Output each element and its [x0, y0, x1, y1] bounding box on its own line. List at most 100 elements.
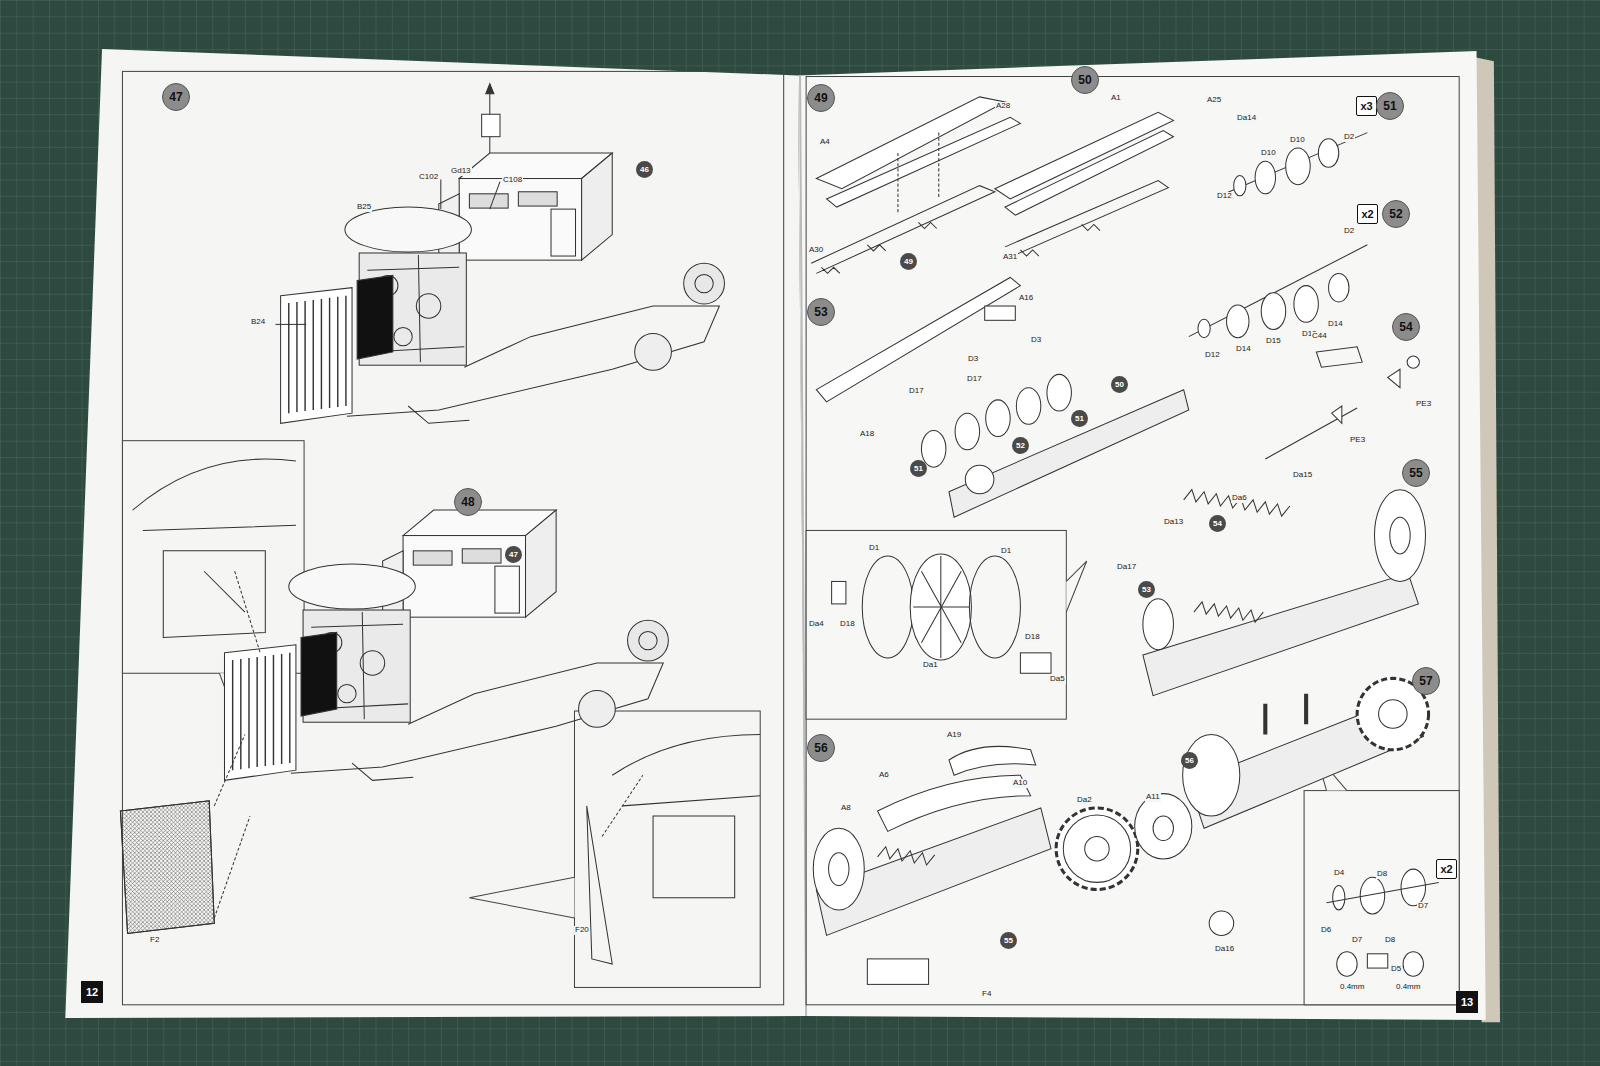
- line-art: [574, 711, 760, 987]
- tractor-step-47: [281, 153, 725, 423]
- part-label: PE3: [1349, 436, 1366, 445]
- part-label: Da5: [1049, 675, 1066, 684]
- page-frames: [122, 71, 1459, 1004]
- line-art: [862, 556, 913, 658]
- part-label: D7: [1351, 936, 1363, 945]
- part-label: Da13: [1163, 518, 1184, 527]
- number-text: 49: [904, 258, 913, 266]
- part-label: Da6: [1231, 494, 1248, 503]
- line-art: [235, 571, 261, 653]
- line-art: [949, 390, 1189, 518]
- part-label: A19: [946, 731, 962, 740]
- line-art: [955, 413, 979, 450]
- number-text: 51: [914, 465, 923, 473]
- line-art: [1318, 139, 1338, 168]
- part-label: C44: [1311, 332, 1328, 341]
- line-art: [1332, 406, 1342, 423]
- line-art: [965, 465, 994, 494]
- right-page-parts: [811, 97, 1439, 984]
- part-label: D17: [908, 387, 925, 396]
- number-text: 56: [1185, 757, 1194, 765]
- line-art: [1294, 286, 1318, 323]
- part-label: B24: [250, 318, 266, 327]
- line-art: [1056, 808, 1138, 890]
- part-label: A31: [1002, 253, 1018, 262]
- line-art: [1198, 319, 1210, 337]
- number-text: 51: [1075, 415, 1084, 423]
- part-label: D4: [1333, 869, 1345, 878]
- step-number: 49: [807, 84, 835, 112]
- step-number: 51: [1376, 92, 1404, 120]
- part-label: D8: [1376, 870, 1388, 879]
- part-label: D5: [1390, 965, 1402, 974]
- line-art: [1194, 602, 1263, 622]
- line-art: [800, 75, 806, 1016]
- line-art: [898, 133, 939, 215]
- number-text: 53: [1142, 586, 1151, 594]
- line-art: [1327, 882, 1439, 902]
- part-label: D2: [1343, 227, 1355, 236]
- number-text: x2: [1440, 864, 1452, 875]
- line-art: [122, 71, 783, 1004]
- line-art: [120, 801, 214, 934]
- line-art: [1020, 653, 1051, 673]
- part-label: Gd13: [450, 167, 472, 176]
- line-art: [798, 51, 1486, 1020]
- tractor-step-48: [224, 510, 668, 780]
- number-text: 51: [1383, 100, 1396, 112]
- part-label: B25: [356, 203, 372, 212]
- line-art: [867, 959, 928, 985]
- part-label: A6: [878, 771, 890, 780]
- callout-number: 51: [1071, 410, 1088, 427]
- part-label: A25: [1206, 96, 1222, 105]
- part-label: A10: [1012, 779, 1028, 788]
- part-label: D3: [967, 355, 979, 364]
- line-art: [1189, 245, 1368, 337]
- part-label: A18: [859, 430, 875, 439]
- line-art: [813, 828, 864, 910]
- number-text: 12: [86, 987, 98, 998]
- number-text: 56: [814, 742, 827, 754]
- step-number: 48: [454, 488, 482, 516]
- callout-number: 46: [636, 161, 653, 178]
- line-art: [1329, 273, 1349, 302]
- part-label: Da14: [1236, 114, 1257, 123]
- part-label: D3: [1030, 336, 1042, 345]
- part-label: D14: [1235, 345, 1252, 354]
- part-label: A8: [840, 804, 852, 813]
- step-number: 57: [1412, 667, 1440, 695]
- part-label: F20: [574, 926, 590, 935]
- quantity-box: x2: [1436, 859, 1457, 879]
- number-text: 46: [640, 166, 649, 174]
- part-label: F2: [149, 936, 160, 945]
- line-art: [469, 877, 574, 918]
- line-art: [120, 801, 214, 934]
- line-art: [1063, 815, 1130, 882]
- step-number: 50: [1071, 66, 1099, 94]
- line-art: [602, 775, 643, 836]
- line-art: [1234, 175, 1246, 195]
- line-art: [486, 84, 494, 94]
- line-art: [1255, 161, 1275, 194]
- callout-number: 51: [910, 460, 927, 477]
- line-art: [214, 734, 250, 918]
- callout-number: 54: [1209, 515, 1226, 532]
- line-art: [878, 847, 935, 865]
- number-text: 13: [1461, 997, 1473, 1008]
- line-art: [1390, 517, 1410, 554]
- line-art: [985, 306, 1016, 320]
- part-label: A16: [1018, 294, 1034, 303]
- line-art: [1005, 131, 1173, 216]
- step-number: 52: [1382, 200, 1410, 228]
- number-text: 47: [509, 551, 518, 559]
- quantity-box: x2: [1357, 204, 1378, 224]
- quantity-box: x3: [1356, 96, 1377, 116]
- part-label: D12: [1216, 192, 1233, 201]
- number-text: 50: [1078, 74, 1091, 86]
- number-text: 57: [1419, 675, 1432, 687]
- part-label: C108: [502, 176, 523, 185]
- part-label: D10: [1260, 149, 1277, 158]
- part-label: C102: [418, 173, 439, 182]
- line-art: [1374, 490, 1425, 582]
- line-art: [1388, 369, 1400, 387]
